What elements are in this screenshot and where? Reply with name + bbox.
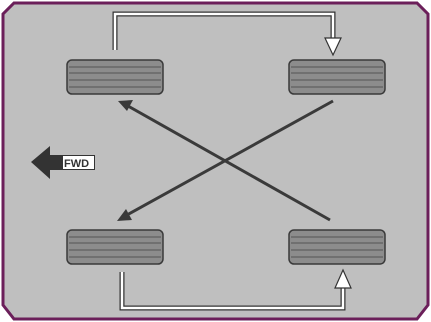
- rotation-arrow-cross-1: [118, 100, 331, 222]
- tire-icon: [66, 229, 164, 265]
- tire-rear-left: [288, 59, 386, 95]
- tire-rear-right: [288, 229, 386, 265]
- tire-icon: [288, 229, 386, 265]
- rotation-arrow-bottom: [119, 268, 352, 311]
- tire-icon: [288, 59, 386, 95]
- tire-icon: [66, 59, 164, 95]
- tire-front-right: [66, 229, 164, 265]
- forward-indicator: FWD: [31, 146, 95, 179]
- fwd-label: FWD: [64, 158, 89, 170]
- tire-front-left: [66, 59, 164, 95]
- rotation-arrow-top: [112, 11, 342, 57]
- rotation-arrow-cross-2: [117, 99, 334, 221]
